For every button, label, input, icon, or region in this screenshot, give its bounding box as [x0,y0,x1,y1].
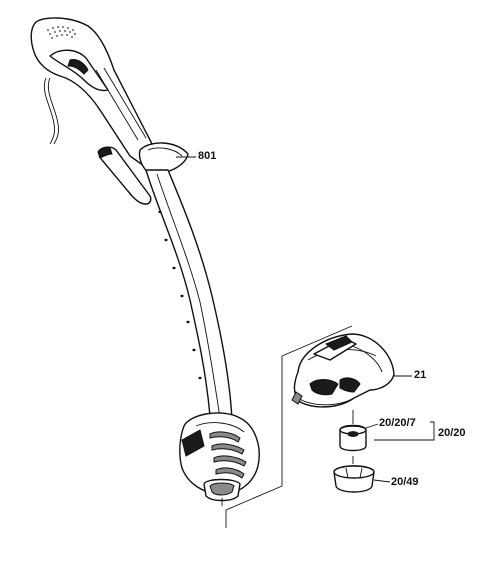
label-21: 21 [414,369,427,381]
leader-lines [176,156,435,483]
power-cord [43,77,55,145]
spool-cap-20-49 [333,456,375,493]
assembly-frame [225,325,353,528]
guard-21 [291,333,395,408]
label-20-49: 20/49 [391,476,419,488]
label-20-20-7: 20/20/7 [379,417,416,429]
spool-part-20-20-7 [339,410,367,452]
trimmer-housing-801 [30,17,260,506]
label-801: 801 [198,150,217,162]
label-20-20: 20/20 [438,427,466,439]
